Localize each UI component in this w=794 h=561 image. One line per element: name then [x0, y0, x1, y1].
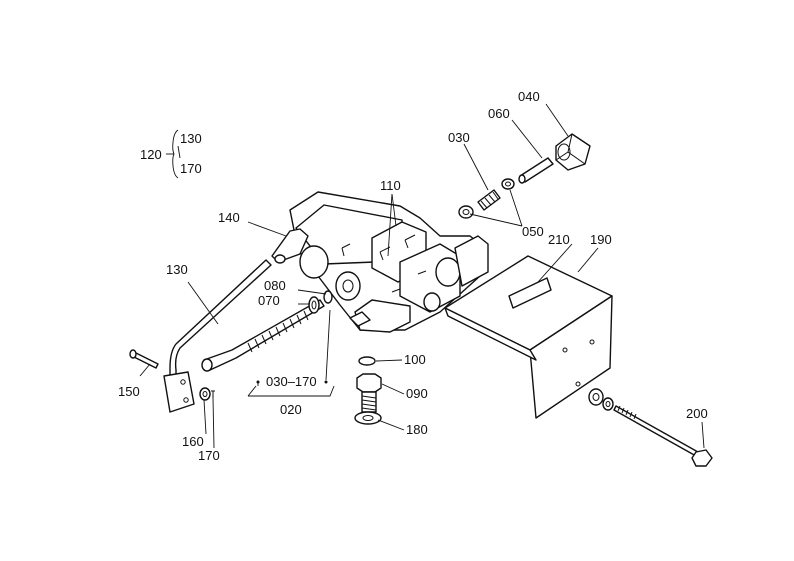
label-140: 140 — [218, 210, 240, 225]
label-070: 070 — [258, 293, 280, 308]
bolt-200 — [613, 405, 713, 467]
bracket-plate-190 — [444, 255, 613, 419]
spool-020 — [201, 299, 325, 372]
pin-150 — [129, 349, 159, 369]
label-040: 040 — [518, 89, 540, 104]
leader-lines — [139, 103, 705, 449]
valve-body — [289, 191, 489, 333]
label-130: 130 — [166, 262, 188, 277]
o-ring-080 — [323, 290, 333, 304]
seat-050-a — [458, 205, 474, 219]
label-030: 030 — [448, 130, 470, 145]
cap-nut-040 — [555, 133, 591, 171]
washer-200-a — [588, 388, 604, 406]
label-210: 210 — [548, 232, 570, 247]
dot-marker-b — [324, 380, 328, 384]
label-060: 060 — [488, 106, 510, 121]
label-090: 090 — [406, 386, 428, 401]
o-ring-070 — [308, 296, 320, 314]
label-190: 190 — [590, 232, 612, 247]
washer-200-b — [602, 397, 614, 411]
label-110: 110 — [380, 178, 401, 193]
label-group-130: 130 — [180, 131, 202, 146]
cotter-pin-170 — [211, 390, 215, 398]
spring-030 — [477, 189, 501, 211]
label-020: 020 — [280, 402, 302, 417]
fitting-090 — [356, 373, 382, 413]
label-100: 100 — [404, 352, 426, 367]
seat-050-b — [501, 178, 515, 190]
label-080: 080 — [264, 278, 286, 293]
label-180: 180 — [406, 422, 428, 437]
slot-210 — [508, 277, 552, 309]
group-bracket-120 — [166, 129, 181, 179]
label-range-030-170: 030–170 — [266, 374, 317, 389]
label-200: 200 — [686, 406, 708, 421]
label-group-170: 170 — [180, 161, 202, 176]
washer-160 — [199, 387, 211, 401]
label-160: 160 — [182, 434, 204, 449]
label-170: 170 — [198, 448, 220, 463]
washer-180 — [354, 411, 382, 425]
lever-grip-140 — [271, 228, 309, 264]
o-ring-100 — [358, 356, 376, 366]
label-group-120: 120 — [140, 147, 162, 162]
label-050: 050 — [522, 224, 544, 239]
rod-130 — [163, 259, 272, 413]
label-150: 150 — [118, 384, 140, 399]
dot-marker-a — [256, 380, 260, 384]
stem-060 — [518, 157, 554, 184]
